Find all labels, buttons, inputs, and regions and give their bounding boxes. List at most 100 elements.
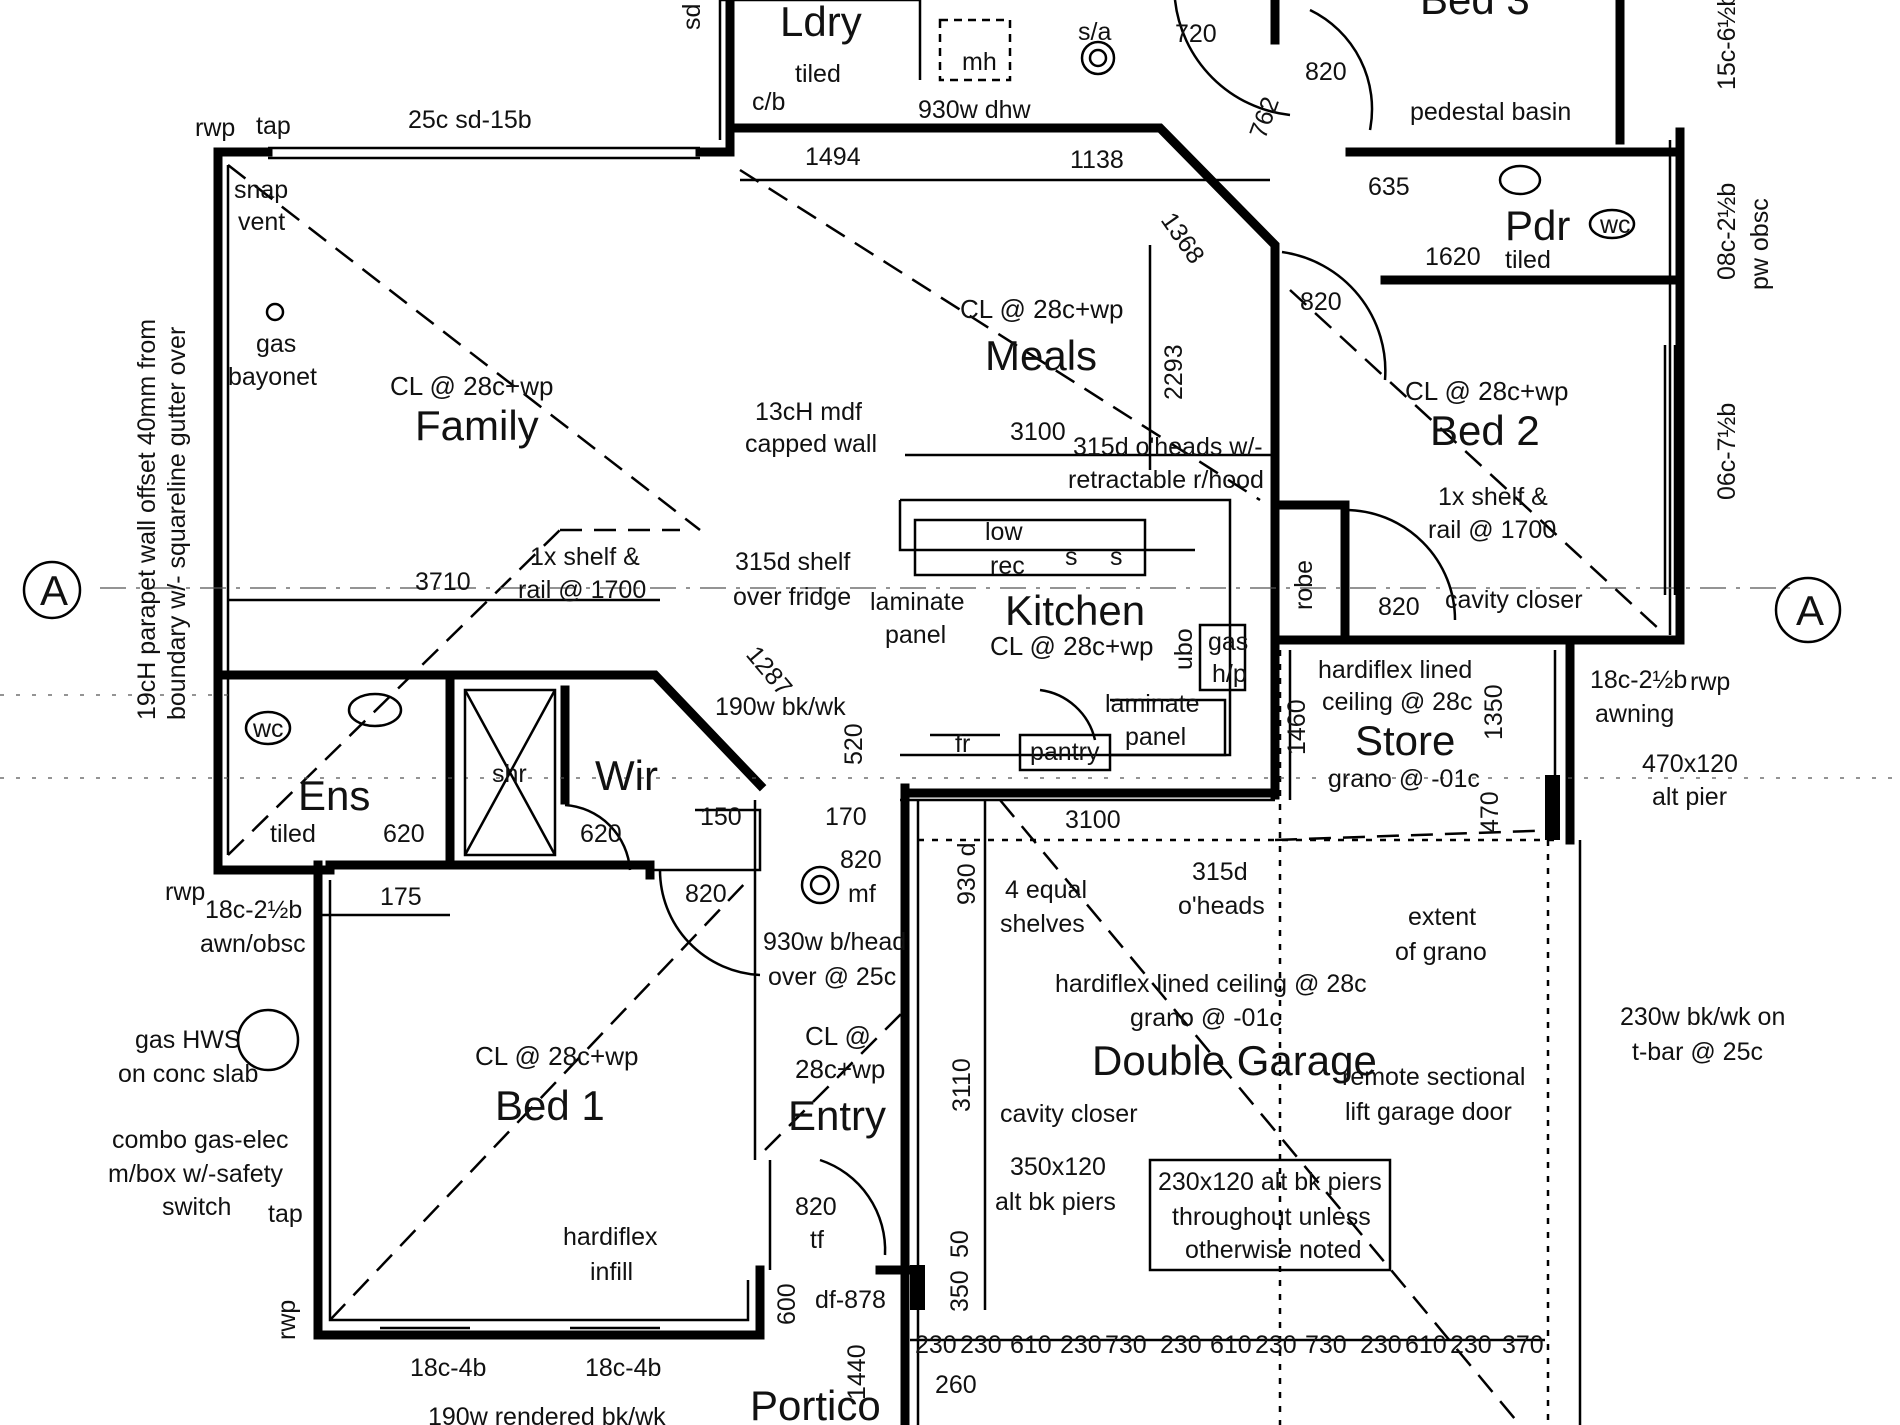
room-kitchen: Kitchen	[1005, 587, 1145, 634]
note-win-bed2: 06c-7½b	[1713, 403, 1741, 500]
note-rwp-l: rwp	[165, 878, 205, 906]
note-s2: s	[1110, 543, 1123, 571]
note-df: df-878	[815, 1286, 886, 1314]
ceiling-bed1: CL @ 28c+wp	[475, 1041, 638, 1071]
dim-3100a: 3100	[1010, 418, 1066, 446]
ceiling-kitchen: CL @ 28c+wp	[990, 631, 1153, 661]
note-win-bed3: 15c-6½b	[1713, 0, 1741, 90]
room-portico: Portico	[750, 1382, 881, 1425]
note-low-rec-2: rec	[990, 552, 1025, 580]
dim-820e: 820	[685, 880, 727, 908]
note-rendered: 190w rendered bk/wk	[428, 1403, 666, 1425]
note-hardiflex-garage-1: hardiflex lined ceiling @ 28c	[1055, 970, 1367, 998]
dim-1460: 1460	[1283, 699, 1311, 755]
section-marker-right: A	[1796, 587, 1824, 634]
note-fr: fr	[955, 730, 970, 758]
dim-3710: 3710	[415, 568, 471, 596]
note-hardiflex-infill-2: infill	[590, 1258, 633, 1286]
note-win-bed1-a: 18c-4b	[410, 1354, 486, 1382]
note-pedestal: pedestal basin	[1410, 98, 1571, 126]
note-pantry: pantry	[1030, 738, 1100, 766]
note-sd: sd	[678, 4, 706, 30]
fixtures	[22, 40, 1842, 1310]
bottom-dim-6: 610	[1210, 1331, 1252, 1359]
note-rwp-r: rwp	[1690, 668, 1730, 696]
bottom-dim-5: 230	[1160, 1331, 1202, 1359]
note-awn-obsc-2: awn/obsc	[200, 930, 306, 958]
note-shr: shr	[492, 760, 527, 788]
note-cb: c/b	[752, 88, 785, 116]
note-awning-2: awning	[1595, 700, 1674, 728]
annotations: tiled c/b mh 930w dhw s/a rwp tap 25c sd…	[40, 0, 1824, 1425]
note-awn-obsc-1: 18c-2½b	[205, 896, 302, 924]
bottom-dim-11: 230	[1450, 1331, 1492, 1359]
bottom-dim-1: 230	[960, 1331, 1002, 1359]
note-gas-hws-1: gas HWS	[135, 1026, 241, 1054]
dim-1350: 1350	[1480, 684, 1508, 740]
dim-930: 930 d	[953, 842, 981, 905]
dim-3100b: 3100	[1065, 806, 1121, 834]
bottom-dim-8: 730	[1305, 1331, 1347, 1359]
note-window-top: 25c sd-15b	[408, 106, 532, 134]
note-tiled-ldry: tiled	[795, 60, 841, 88]
dim-1368: 1368	[1155, 207, 1210, 269]
dim-635: 635	[1368, 173, 1410, 201]
note-four-shelves-1: 4 equal	[1005, 876, 1087, 904]
note-dhw: 930w dhw	[918, 96, 1032, 124]
dim-175: 175	[380, 883, 422, 911]
dim-1440: 1440	[843, 1344, 871, 1400]
dim-1138: 1138	[1070, 146, 1124, 174]
note-win-pdr-2: pw obsc	[1746, 198, 1774, 290]
room-ensuite: Ens	[298, 772, 370, 819]
note-gas-bayonet-2: bayonet	[228, 363, 317, 391]
note-combo-2: m/box w/-safety	[108, 1160, 284, 1188]
note-tap-tl: tap	[256, 112, 291, 140]
note-sectional-2: lift garage door	[1345, 1098, 1512, 1126]
room-entry: Entry	[788, 1092, 886, 1139]
note-rwp-bl: rwp	[273, 1300, 301, 1340]
note-gas-hp-2: h/p	[1212, 660, 1247, 688]
note-wc-pdr: wc	[1599, 211, 1631, 239]
note-extent-1: extent	[1408, 903, 1476, 931]
dim-350: 350	[946, 1270, 974, 1312]
note-oheads315-2: o'heads	[1178, 892, 1265, 920]
note-win-pdr-1: 08c-2½b	[1713, 183, 1741, 280]
bottom-dim-4: 730	[1105, 1331, 1147, 1359]
note-hardiflex-store-1: hardiflex lined	[1318, 656, 1472, 684]
dim-260: 260	[935, 1371, 977, 1399]
bottom-dim-2: 610	[1010, 1331, 1052, 1359]
bottom-dim-10: 610	[1405, 1331, 1447, 1359]
note-s1: s	[1065, 543, 1078, 571]
ceiling-entry-2: 28c+wp	[795, 1054, 885, 1084]
note-awning-1: 18c-2½b	[1590, 666, 1687, 694]
note-piers-box-3: otherwise noted	[1185, 1236, 1362, 1264]
note-combo-3: switch	[162, 1193, 231, 1221]
ceiling-bed2: CL @ 28c+wp	[1405, 376, 1568, 406]
room-wir: Wir	[595, 752, 658, 799]
dim-820a: 820	[1305, 58, 1347, 86]
dim-600: 600	[773, 1283, 801, 1325]
room-laundry: Ldry	[780, 0, 862, 45]
dim-470: 470	[1476, 791, 1504, 833]
dim-3110: 3110	[948, 1058, 976, 1112]
note-piers-box-2: throughout unless	[1172, 1203, 1371, 1231]
note-tiled-pdr: tiled	[1505, 246, 1551, 274]
note-mdf-2: capped wall	[745, 430, 877, 458]
note-oheads315-1: 315d	[1192, 858, 1248, 886]
note-laminate-panel-2: panel	[885, 621, 946, 649]
note-shelf-fridge-1: 315d shelf	[735, 548, 850, 576]
dim-820c: 820	[1378, 593, 1420, 621]
note-rwp-tl: rwp	[195, 114, 235, 142]
dim-2293: 2293	[1160, 344, 1188, 400]
note-mh: mh	[962, 48, 997, 76]
ceiling-meals: CL @ 28c+wp	[960, 294, 1123, 324]
note-gas-hp-1: gas	[1208, 628, 1248, 656]
note-extent-2: of grano	[1395, 938, 1487, 966]
note-oheads-1: 315d o'heads w/-	[1073, 433, 1263, 461]
note-gas-bayonet-1: gas	[256, 330, 296, 358]
note-oheads-2: retractable r/hood	[1068, 466, 1264, 494]
note-piers350-2: alt bk piers	[995, 1188, 1116, 1216]
